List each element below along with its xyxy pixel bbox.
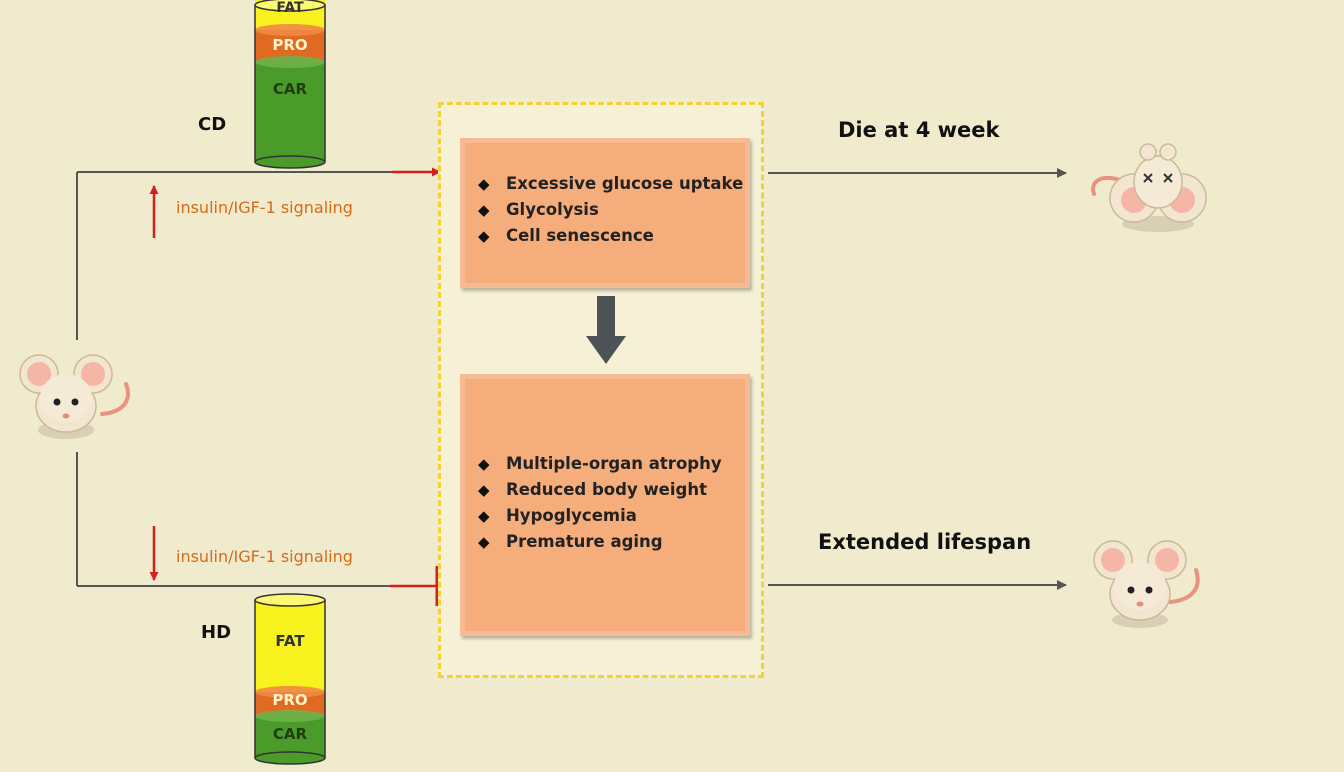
hd-jar-bottom xyxy=(255,752,325,764)
hd-fat-label: FAT xyxy=(275,632,305,650)
lower-effects-list: ◆Multiple-organ atrophy ◆Reduced body we… xyxy=(478,451,722,555)
bullet-icon: ◆ xyxy=(478,481,490,499)
cd-diet-label: CD xyxy=(198,114,227,135)
bullet-icon: ◆ xyxy=(478,455,490,473)
cd-car-layer xyxy=(255,62,325,162)
lower-effects-box: ◆Multiple-organ atrophy ◆Reduced body we… xyxy=(460,374,750,636)
bullet-icon: ◆ xyxy=(478,507,490,525)
mouse-start-icon xyxy=(19,354,130,439)
upper-effects-box: ◆Excessive glucose uptake ◆Glycolysis ◆C… xyxy=(460,138,750,288)
hd-car-layer xyxy=(255,716,325,758)
hd-diet-jar: FAT PRO CAR xyxy=(254,592,326,768)
effect-item: ◆Multiple-organ atrophy xyxy=(478,451,722,477)
cd-pro-label: PRO xyxy=(272,36,308,54)
effect-item: ◆Premature aging xyxy=(478,529,722,555)
bullet-icon: ◆ xyxy=(478,533,490,551)
upper-signaling-label: insulin/IGF-1 signaling xyxy=(176,198,353,217)
cd-diet-jar: FAT PRO CAR xyxy=(254,0,326,170)
hd-diet-label: HD xyxy=(201,622,232,643)
lower-signaling-label: insulin/IGF-1 signaling xyxy=(176,547,353,566)
hd-jar-graphic xyxy=(254,593,326,765)
effect-item: ◆Excessive glucose uptake xyxy=(478,171,743,197)
effect-item: ◆Hypoglycemia xyxy=(478,503,722,529)
bullet-icon: ◆ xyxy=(478,175,490,193)
bullet-icon: ◆ xyxy=(478,201,490,219)
cd-fat-label: FAT xyxy=(276,0,304,16)
upper-outcome-label: Die at 4 week xyxy=(838,118,1000,142)
effect-item: ◆Reduced body weight xyxy=(478,477,722,503)
lower-outcome-label: Extended lifespan xyxy=(818,530,1032,554)
hd-fat-layer xyxy=(255,600,325,692)
hd-pro-label: PRO xyxy=(272,691,308,709)
mouse-dead-icon xyxy=(1091,143,1207,232)
down-arrow-icon xyxy=(586,296,626,364)
mouse-healthy-icon xyxy=(1093,540,1200,628)
cd-jar-graphic xyxy=(254,0,326,169)
effect-item: ◆Glycolysis xyxy=(478,197,743,223)
cd-car-label: CAR xyxy=(272,80,308,98)
cd-jar-bottom xyxy=(255,156,325,168)
upper-effects-list: ◆Excessive glucose uptake ◆Glycolysis ◆C… xyxy=(478,171,743,249)
hd-car-label: CAR xyxy=(272,725,308,743)
bullet-icon: ◆ xyxy=(478,227,490,245)
effect-item: ◆Cell senescence xyxy=(478,223,743,249)
